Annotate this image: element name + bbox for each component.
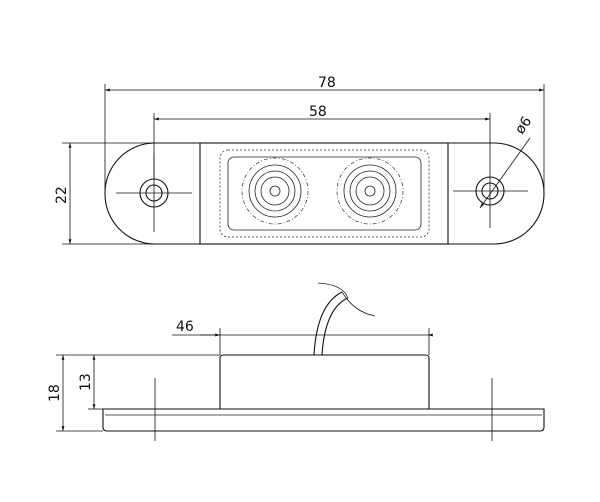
- led-right: [336, 157, 404, 225]
- dimension-total-height: 18: [47, 354, 220, 432]
- dim-58-label: 58: [309, 104, 327, 120]
- dim-18-label: 18: [47, 384, 63, 402]
- dimension-body-height: 13: [78, 355, 103, 410]
- dimension-overall-length: 78: [104, 75, 545, 190]
- dim-22-label: 22: [54, 186, 70, 204]
- housing-outline: [104, 142, 545, 245]
- dimension-hole-diameter: ø6: [479, 114, 535, 209]
- center-section: [199, 142, 449, 245]
- side-view: 46 18 13: [47, 282, 545, 441]
- led-left: [241, 157, 309, 225]
- dimension-width: 22: [54, 142, 160, 245]
- dim-46-label: 46: [176, 319, 194, 335]
- dim-13-label: 13: [78, 373, 94, 391]
- cable: [313, 282, 376, 356]
- dim-78-label: 78: [318, 75, 336, 91]
- dimension-hole-spacing: 58: [153, 104, 490, 178]
- raised-body: [219, 354, 430, 409]
- dim-6-label: ø6: [512, 114, 535, 138]
- lens-frame-inner: [227, 156, 422, 231]
- dimension-lens-length: 46: [172, 319, 433, 355]
- top-view: 78 58 ø6 22: [54, 75, 545, 245]
- lens-frame-outer: [219, 149, 430, 238]
- mounting-hole-right: [453, 113, 528, 228]
- base-plate: [102, 408, 545, 432]
